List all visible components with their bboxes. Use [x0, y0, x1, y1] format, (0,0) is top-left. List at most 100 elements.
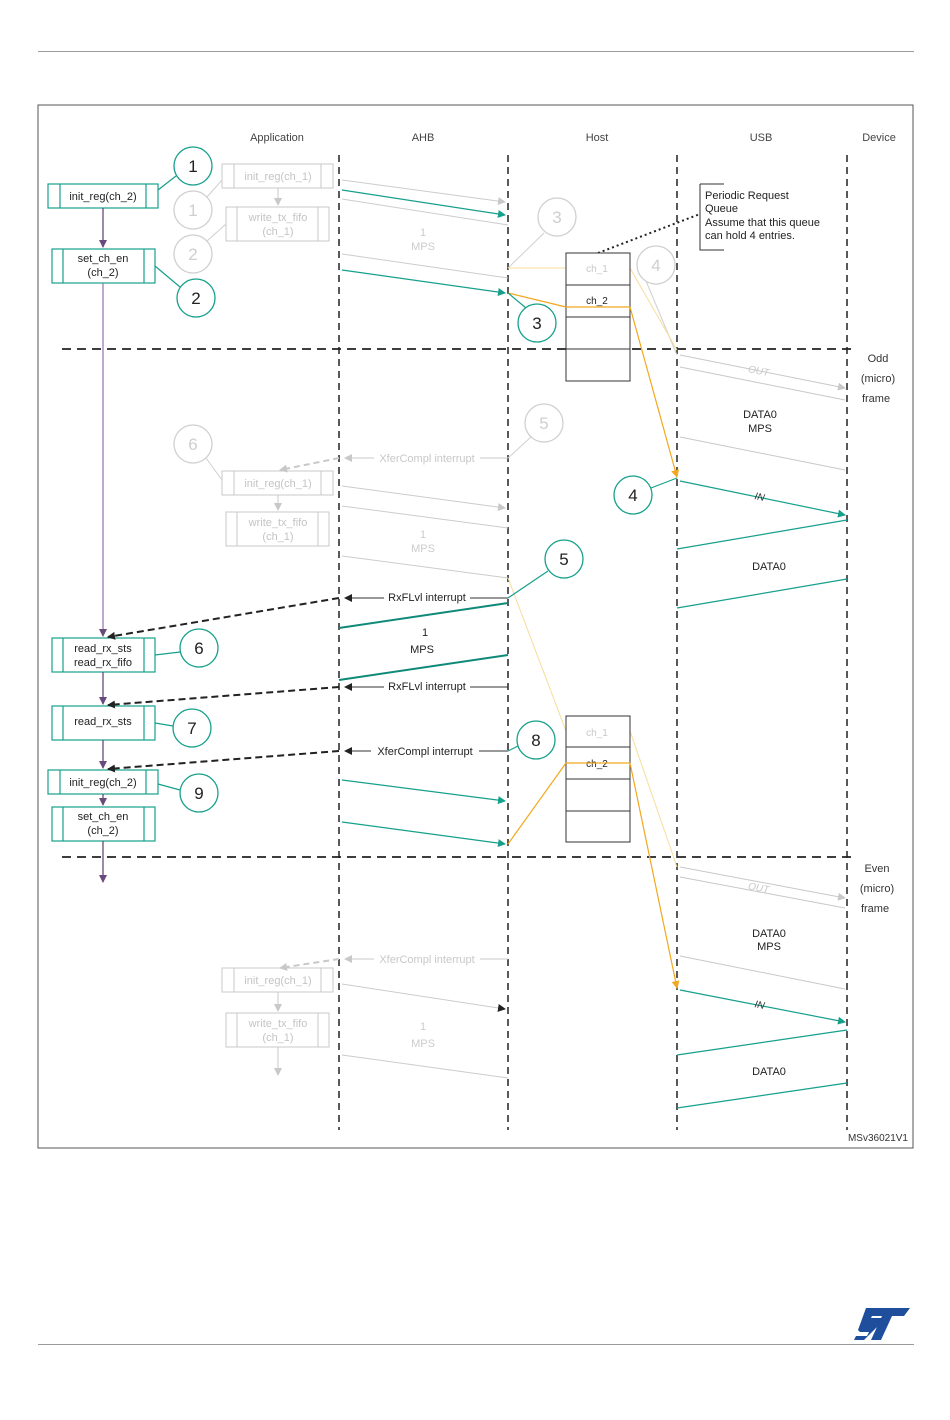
step-number: 5: [559, 550, 568, 569]
step-circle-7: [172, 708, 212, 748]
init-reg-ch1-box-c: [221, 967, 334, 993]
step-number: 4: [628, 486, 637, 505]
odd-frame-label-line: Odd: [868, 353, 889, 365]
column-header-usb: USB: [750, 132, 773, 144]
periodic-request-queue-top: ch_1 ch_2: [565, 252, 631, 382]
step-circle-faded: [636, 245, 676, 285]
column-header-host: Host: [586, 132, 609, 144]
data0-label: DATA0: [752, 1066, 786, 1078]
mps-label: MPS: [410, 644, 434, 656]
step-circle-faded: [537, 197, 577, 237]
faint-queue-link: [629, 267, 678, 351]
odd-frame-label-line: frame: [862, 393, 890, 405]
step-number: 3: [552, 208, 561, 227]
even-frame-label-line: Even: [864, 863, 889, 875]
step-number: 5: [539, 414, 548, 433]
step-number: 6: [194, 639, 203, 658]
mps-label: 1: [420, 227, 426, 239]
step-circle-9: [179, 773, 219, 813]
data0-mps-label: MPS: [748, 423, 772, 435]
init-reg-ch2-box-b: [47, 769, 159, 795]
read-rx-sts-fifo-box: [51, 637, 156, 673]
queue-entry-ch1: ch_1: [586, 264, 608, 275]
step-circle-faded: [524, 403, 564, 443]
read-rx-sts-label: read_rx_sts: [74, 716, 132, 728]
init-reg-ch1-label: init_reg(ch_1): [244, 478, 311, 490]
st-logo: [854, 1308, 910, 1340]
set-ch-en-label: set_ch_en: [78, 811, 129, 823]
write-tx-fifo-ch1-box-a: [225, 206, 330, 242]
init-reg-ch2-label: init_reg(ch_2): [69, 777, 136, 789]
write-tx-fifo-ch1-box-b: [225, 511, 330, 547]
bottom-rule: [38, 1344, 914, 1345]
step-circle-faded: [173, 234, 213, 274]
step-number: 4: [651, 256, 660, 275]
mps-label: MPS: [411, 241, 435, 253]
note-line: Queue: [705, 203, 738, 215]
note-line: Assume that this queue: [705, 217, 820, 229]
data0-mps-label: DATA0: [743, 409, 777, 421]
mps-label: MPS: [411, 543, 435, 555]
step-circle-1: [173, 146, 213, 186]
step-circle-faded: [173, 424, 213, 464]
faint-queue-link: [629, 730, 678, 868]
mps-label: 1: [420, 529, 426, 541]
queue-flow-lines: [507, 292, 680, 989]
step-circle-faded: [173, 190, 213, 230]
queue-entry-ch1: ch_1: [586, 728, 608, 739]
periodic-request-queue-bottom: ch_1 ch_2: [565, 715, 631, 843]
step-number: 2: [188, 245, 197, 264]
note-line: can hold 4 entries.: [705, 230, 795, 242]
data0-mps-label: MPS: [757, 941, 781, 953]
step-circle-8: [516, 720, 556, 760]
init-reg-ch1-label: init_reg(ch_1): [244, 975, 311, 987]
step-number: 6: [188, 435, 197, 454]
read-rx-label: read_rx_fifo: [74, 657, 132, 669]
queue-entry-ch2: ch_2: [586, 296, 608, 307]
mps-label: 1: [422, 627, 428, 639]
in-token-label: IN: [754, 999, 767, 1012]
set-ch-en-label: set_ch_en: [78, 253, 129, 265]
set-ch-en-box-a: [51, 248, 156, 284]
init-reg-ch1-label: init_reg(ch_1): [244, 171, 311, 183]
step-number: 3: [532, 314, 541, 333]
step-circles: [172, 146, 653, 813]
note-pointer: [597, 213, 701, 254]
write-tx-fifo-label: write_tx_fifo: [248, 212, 308, 224]
xfercompl-interrupt-label: XferCompl interrupt: [377, 746, 472, 758]
even-frame-label-line: frame: [861, 903, 889, 915]
column-header-application: Application: [250, 132, 304, 144]
set-ch-en-box-b: [51, 806, 156, 842]
application-ch2-sequence: init_reg(ch_2) set_ch_en (ch_2) read_rx_…: [47, 183, 159, 883]
step-circle-6: [179, 628, 219, 668]
circle-connectors: [154, 175, 678, 791]
step-number: 7: [187, 719, 196, 738]
faint-queue-link: [507, 577, 567, 732]
write-tx-fifo-label: write_tx_fifo: [248, 1018, 308, 1030]
xfercompl-interrupt-label: XferCompl interrupt: [379, 954, 474, 966]
rx-fifo-data-block: 1 MPS: [338, 602, 509, 681]
queue-entry-ch2: ch_2: [586, 759, 608, 770]
ch1-transfer-faded: init_reg(ch_1) write_tx_fifo (ch_1) init…: [173, 163, 846, 1079]
data0-label: DATA0: [752, 561, 786, 573]
in-token-label: IN: [754, 491, 767, 504]
init-reg-ch2-label: init_reg(ch_2): [69, 191, 136, 203]
ahb-to-host-arrows: [341, 189, 506, 848]
interrupt-arrows: RxFLvl interrupt RxFLvl interrupt XferCo…: [107, 591, 508, 773]
read-rx-label: read_rx_sts: [74, 643, 132, 655]
diagram-frame: [37, 104, 914, 1149]
step-numbers: 1 2 3 4 5 6 7 8 9: [187, 157, 637, 803]
write-tx-fifo-label: (ch_1): [262, 226, 293, 238]
lifelines: [338, 155, 848, 1130]
rxflvl-interrupt-label: RxFLvl interrupt: [388, 681, 466, 693]
init-reg-ch1-box-a: [221, 163, 334, 189]
top-rule: [38, 51, 914, 52]
odd-frame-label-line: (micro): [861, 373, 895, 385]
write-tx-fifo-label: (ch_1): [262, 1032, 293, 1044]
out-token-label: OUT: [747, 881, 771, 896]
mps-label: MPS: [411, 1038, 435, 1050]
usb-transactions: [676, 480, 848, 1109]
step-number: 8: [531, 731, 540, 750]
mps-label: 1: [420, 1021, 426, 1033]
